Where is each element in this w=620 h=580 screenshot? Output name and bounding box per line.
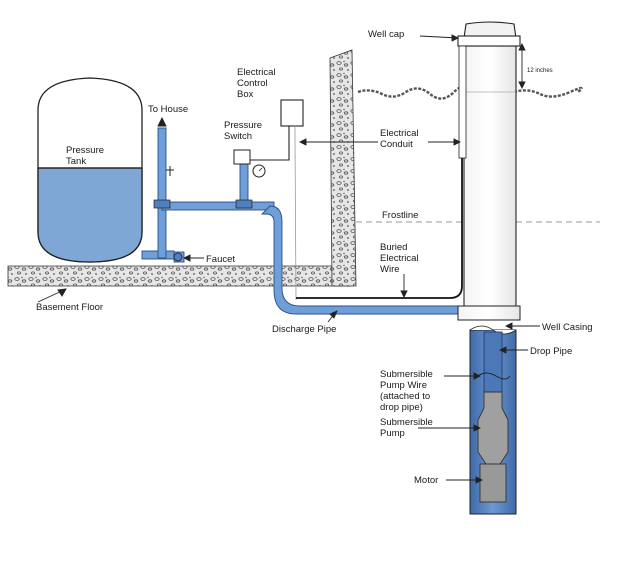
label-well-casing: Well Casing: [542, 322, 593, 333]
label-pressure-switch-2: Switch: [224, 131, 252, 142]
label-pump-2: Pump: [380, 428, 405, 439]
control-conduit: [294, 126, 297, 301]
label-conduit-2: Conduit: [380, 139, 413, 150]
label-buried-wire-2: Electrical: [380, 253, 419, 264]
label-pump-wire-1: Submersible: [380, 369, 433, 380]
valve: [153, 199, 171, 209]
electrical-conduit: [458, 45, 467, 159]
label-drop-pipe: Drop Pipe: [530, 346, 572, 357]
drop-pipe: [483, 331, 503, 393]
buried-electrical-wire: [296, 94, 463, 299]
pressure-switch-box: [233, 149, 251, 165]
pump-wire: [477, 372, 511, 380]
label-pressure-tank-2: Tank: [66, 156, 86, 167]
label-pump-wire-4: drop pipe): [380, 402, 423, 413]
well-cap: [457, 21, 521, 47]
label-well-cap: Well cap: [368, 29, 404, 40]
valve: [235, 199, 253, 209]
label-pump-wire-3: (attached to: [380, 391, 430, 402]
label-pump-1: Submersible: [380, 417, 433, 428]
house-plumbing: [141, 127, 463, 315]
label-buried-wire-1: Buried: [380, 242, 407, 253]
label-faucet: Faucet: [206, 254, 235, 265]
basement-floor-slab: [7, 265, 353, 287]
label-buried-wire-3: Wire: [380, 264, 400, 275]
switch-wiring: [250, 126, 290, 161]
label-control-box-3: Box: [237, 89, 254, 100]
pressure-tank: [37, 77, 143, 263]
label-control-box-2: Control: [237, 78, 268, 89]
label-discharge-pipe: Discharge Pipe: [272, 324, 336, 335]
label-conduit-1: Electrical: [380, 128, 419, 139]
label-frostline: Frostline: [382, 210, 418, 221]
leader-lines: [37, 34, 540, 484]
well-casing: [457, 45, 521, 321]
label-basement-floor: Basement Floor: [36, 302, 103, 313]
pump-motor: [479, 463, 507, 503]
label-motor: Motor: [414, 475, 438, 486]
label-pressure-switch-1: Pressure: [224, 120, 262, 131]
label-pump-wire-2: Pump Wire: [380, 380, 427, 391]
label-pressure-tank-1: Pressure: [66, 145, 104, 156]
foundation-wall: [329, 49, 357, 287]
faucet-knob: [173, 252, 183, 262]
label-clearance: 12 inches: [527, 68, 553, 74]
control-box: [280, 99, 304, 127]
label-to-house: To House: [148, 104, 188, 115]
label-control-box-1: Electrical: [237, 67, 276, 78]
